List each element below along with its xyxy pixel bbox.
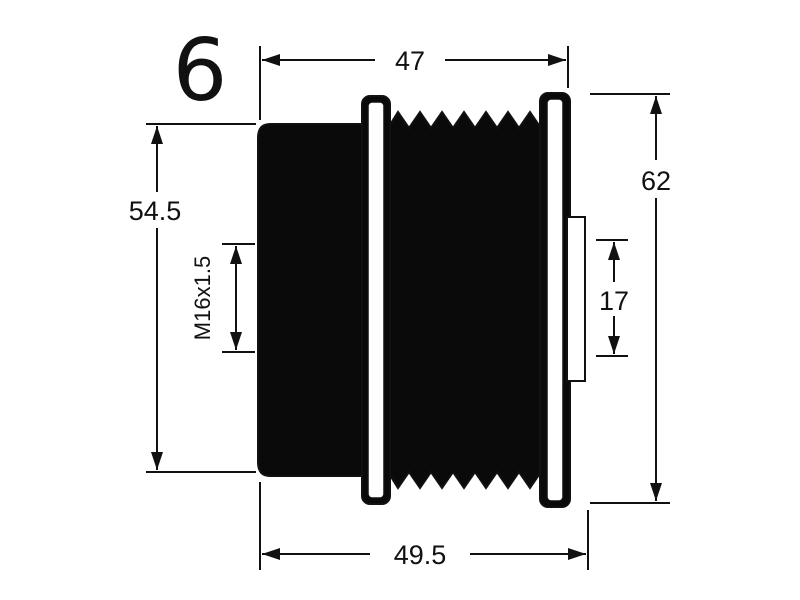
extension-lines	[146, 46, 670, 570]
hub-left	[257, 123, 366, 477]
end-cap	[566, 216, 586, 382]
dimension-top-width: 47	[262, 46, 566, 76]
flange-left-face	[367, 101, 385, 499]
dimension-left-height: 54.5	[115, 126, 195, 470]
figure-number: 6	[173, 21, 228, 121]
dimension-thread: M16x1.5	[190, 246, 242, 350]
dimension-right-height: 62	[628, 96, 684, 501]
inner-height-label: 17	[599, 286, 629, 316]
pulley-body	[257, 92, 586, 508]
dimension-inner-height: 17	[594, 242, 638, 354]
ribbed-section	[387, 110, 542, 490]
dimension-bottom-width: 49.5	[262, 540, 586, 570]
right-height-label: 62	[641, 166, 671, 196]
top-width-label: 47	[395, 46, 425, 76]
flange-right-face	[546, 98, 564, 502]
thread-label: M16x1.5	[190, 256, 215, 340]
bottom-width-label: 49.5	[394, 540, 447, 570]
left-height-label: 54.5	[129, 196, 182, 226]
